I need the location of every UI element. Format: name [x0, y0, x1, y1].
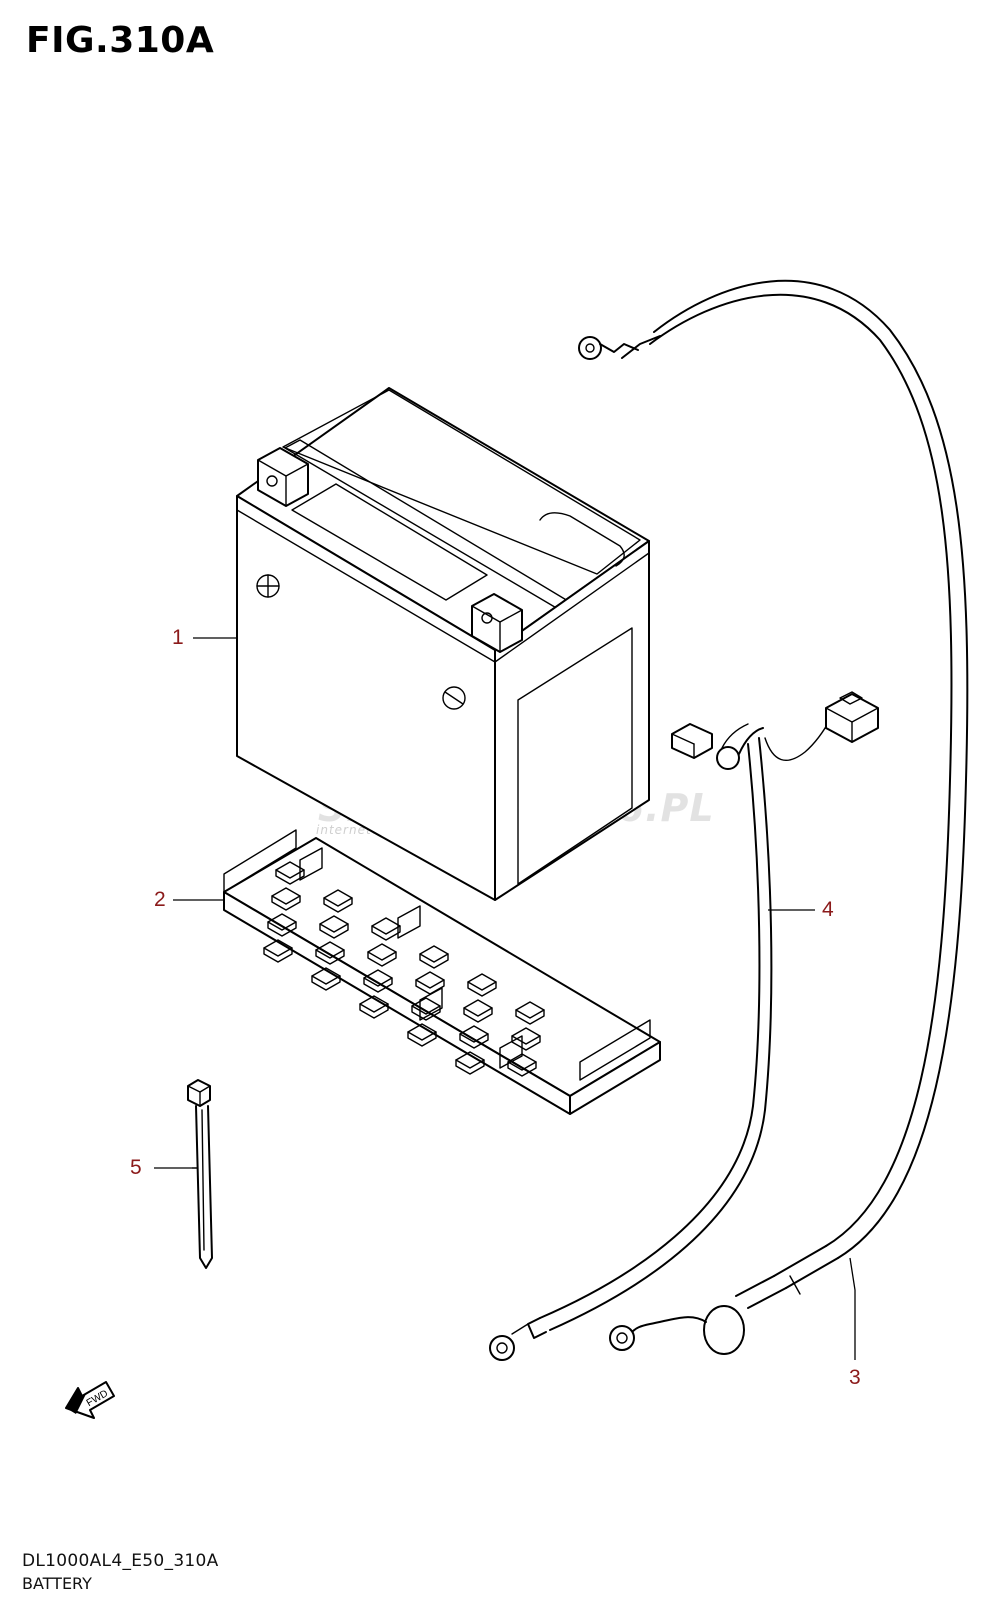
tray-slot-edge: [367, 951, 397, 967]
leader-lines: [154, 637, 856, 1360]
battery-cable-negative-drawing[interactable]: [578, 279, 969, 1355]
tray-slot-edge: [311, 975, 341, 991]
callout-battery[interactable]: 1: [172, 626, 184, 649]
tray-slot-edge: [359, 1003, 389, 1019]
figure-name: BATTERY: [22, 1574, 92, 1593]
callout-battery-cable-negative[interactable]: 3: [849, 1366, 861, 1389]
tray-slot-edge: [371, 925, 401, 941]
sensor-connector: [825, 691, 879, 743]
tray-slot-edge: [455, 1059, 485, 1075]
battery-tray-drawing[interactable]: [223, 829, 661, 1115]
tray-slot-edge: [363, 977, 393, 993]
callout-battery-cable-positive[interactable]: 4: [822, 898, 834, 921]
tray-slot-edge: [415, 979, 445, 995]
callout-battery-tray[interactable]: 2: [154, 888, 166, 911]
tray-slot-edge: [411, 1005, 441, 1021]
tray-slot-edge: [263, 947, 293, 963]
vent-marks: [256, 574, 466, 710]
battery-cable-positive-drawing[interactable]: [489, 691, 879, 1361]
tray-slot-edge: [275, 869, 305, 885]
tray-slot-edge: [467, 981, 497, 997]
figure-title: FIG.310A: [26, 20, 215, 61]
tray-slot-edge: [407, 1031, 437, 1047]
tray-slots: [263, 861, 545, 1077]
tray-slot-edge: [315, 949, 345, 965]
fwd-arrow-icon: FWD: [65, 1381, 115, 1419]
tray-slot-edge: [271, 895, 301, 911]
tray-slot-edge: [419, 953, 449, 969]
terminal-right: [471, 593, 523, 653]
terminal-left: [257, 447, 309, 507]
tray-slot-edge: [459, 1033, 489, 1049]
tray-slot-edge: [323, 897, 353, 913]
cable-tie-drawing[interactable]: [187, 1079, 213, 1269]
tray-slot-edge: [463, 1007, 493, 1023]
tray-slot-edge: [267, 921, 297, 937]
tray-slot-edge: [515, 1009, 545, 1025]
tray-slot-edge: [511, 1035, 541, 1051]
tray-slot-edge: [507, 1061, 537, 1077]
tray-slot-edge: [319, 923, 349, 939]
battery-drawing[interactable]: [236, 387, 650, 901]
figure-code: DL1000AL4_E50_310A: [22, 1551, 219, 1571]
callout-cable-tie[interactable]: 5: [130, 1156, 142, 1179]
